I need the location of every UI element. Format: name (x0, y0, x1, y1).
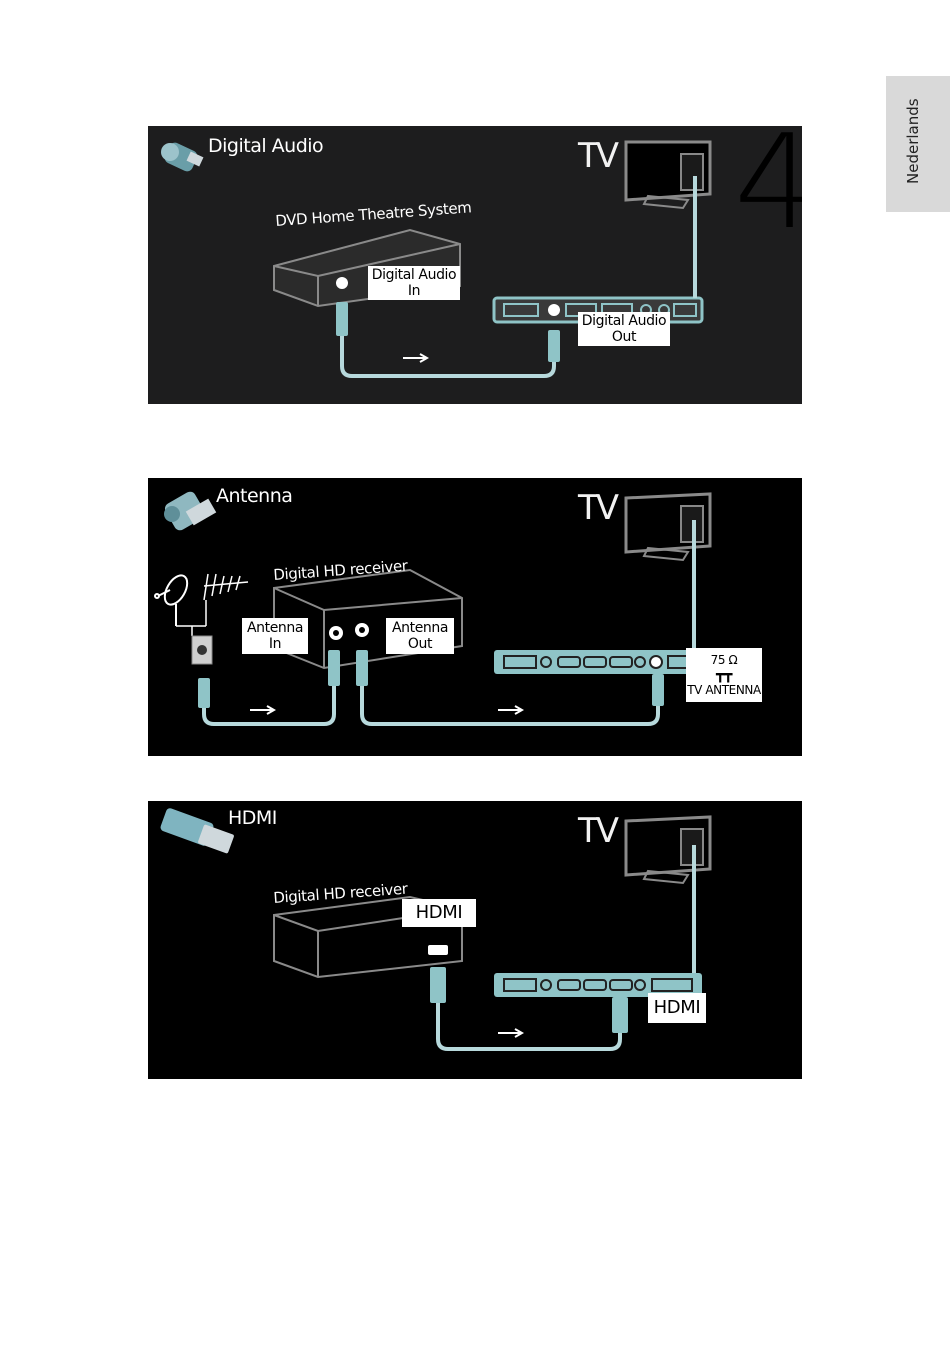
digital-audio-in-callout: Digital Audio In (368, 266, 460, 300)
hdmi-device-callout: HDMI (402, 899, 476, 927)
rca-connector-icon (161, 141, 203, 174)
hdmi-title: HDMI (228, 807, 277, 829)
hdmi-tv-callout: HDMI (648, 993, 706, 1023)
antenna-connector-icon (163, 490, 216, 533)
satellite-dish-icon (155, 572, 192, 626)
antenna-in-callout: Antenna In (242, 618, 308, 654)
digital-audio-title: Digital Audio (208, 135, 323, 157)
tv-label: TV (578, 136, 616, 176)
tv-antenna-callout: 75 Ω ┳┳ TV ANTENNA (686, 648, 762, 702)
tv-connector-panel (494, 650, 702, 674)
tv-label: TV (578, 488, 616, 528)
hdmi-diagram (148, 801, 802, 1079)
hdmi-panel: HDMI TV Digital HD receiver HDMI HDMI (148, 801, 802, 1079)
antenna-panel: Antenna TV Digital HD receiver Antenna I… (148, 478, 802, 756)
tv-icon (626, 494, 710, 560)
antenna-out-callout: Antenna Out (386, 618, 454, 654)
antenna-title: Antenna (216, 485, 292, 507)
tv-label: TV (578, 811, 616, 851)
antenna-diagram (148, 478, 802, 756)
antenna-symbol-icon: ┳┳ (686, 668, 762, 682)
wall-socket (192, 636, 212, 664)
tv-icon (626, 817, 710, 883)
digital-audio-out-callout: Digital Audio Out (578, 312, 670, 346)
tv-icon (626, 142, 710, 208)
language-tab-label: Nederlands (904, 98, 922, 184)
digital-audio-diagram (148, 126, 802, 404)
hdmi-connector-icon (159, 807, 234, 854)
language-tab: Nederlands (886, 76, 950, 212)
digital-audio-panel: 4 (148, 126, 802, 404)
